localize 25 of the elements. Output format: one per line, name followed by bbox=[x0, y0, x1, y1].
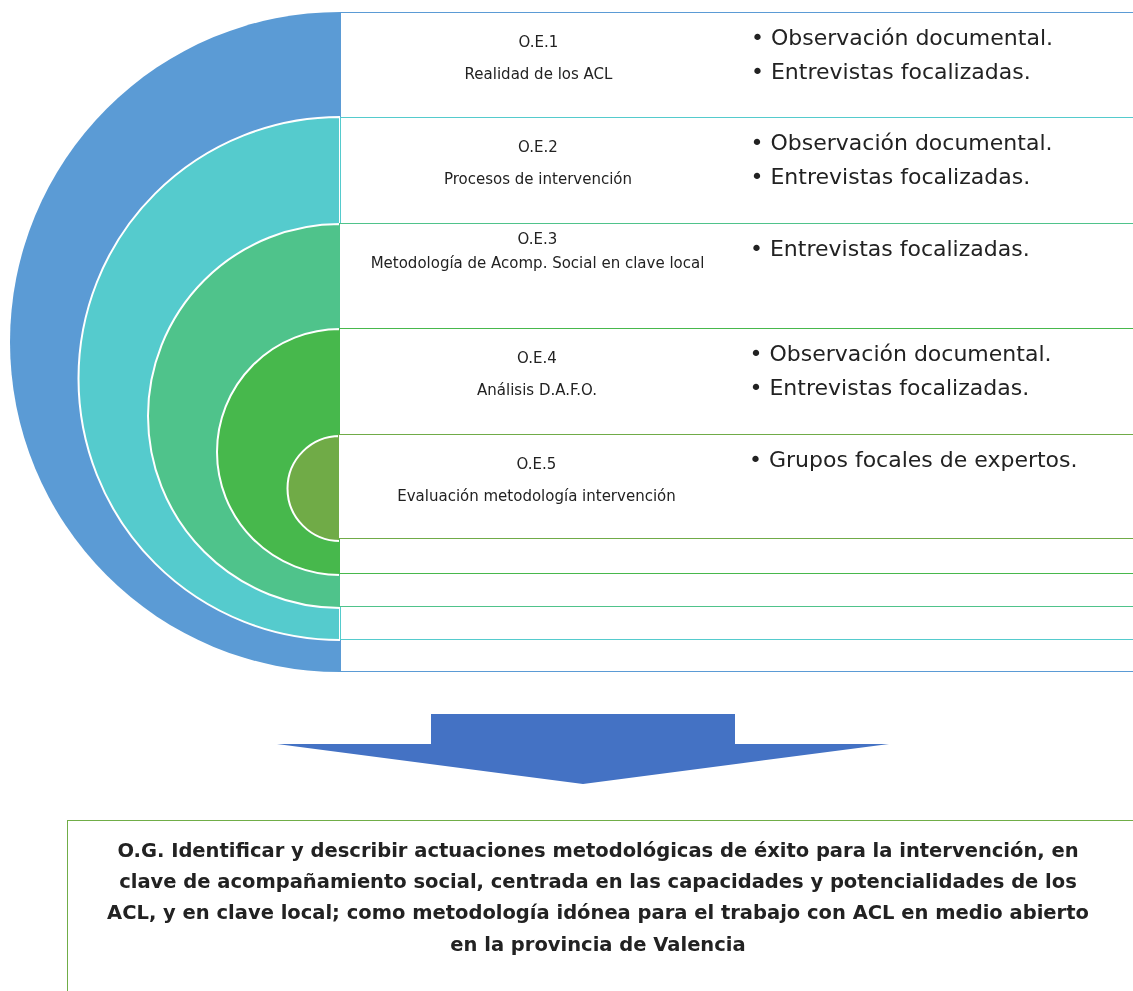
method-item: • Entrevistas focalizadas. bbox=[750, 162, 1032, 191]
objective-title: Evaluación metodología intervención bbox=[396, 487, 677, 507]
objective-code: O.E.5 bbox=[516, 455, 557, 473]
objective-row bbox=[339, 116, 1133, 640]
goal-text: O.G. Identificar y describir actuaciones metodológicas de éxito para la intervención, en clave de acompañamiento social, centrada en las capacidades y potencialidades de los ACL, y en clave local; como metodología idónea para el trabajo con ACL en medio abierto en la provincia de Valencia bbox=[106, 838, 1090, 958]
objective-code: O.E.1 bbox=[518, 33, 559, 51]
method-item: • Entrevistas focalizadas. bbox=[749, 373, 1031, 402]
objective-code: O.E.3 bbox=[517, 230, 558, 248]
objective-title: Análisis D.A.F.O. bbox=[476, 380, 598, 400]
objective-title: Procesos de intervención bbox=[443, 169, 633, 189]
goal-box bbox=[67, 820, 1133, 991]
method-item: • Observación documental. bbox=[750, 128, 1054, 157]
method-item: • Observación documental. bbox=[749, 339, 1053, 368]
objective-row bbox=[340, 12, 1133, 672]
objective-title: Metodología de Acomp. Social en clave local bbox=[369, 254, 706, 274]
method-item: • Entrevistas focalizadas. bbox=[750, 235, 1031, 263]
objective-code: O.E.2 bbox=[518, 137, 558, 156]
objective-row bbox=[338, 434, 1133, 539]
method-item: • Grupos focales de expertos. bbox=[749, 446, 1079, 474]
objective-row bbox=[338, 327, 1133, 574]
method-item: • Observación documental. bbox=[751, 24, 1054, 52]
objective-row bbox=[339, 223, 1133, 607]
method-item: • Entrevistas focalizadas. bbox=[751, 58, 1032, 87]
objective-code: O.E.4 bbox=[517, 348, 557, 367]
objective-title: Realidad de los ACL bbox=[463, 65, 614, 85]
